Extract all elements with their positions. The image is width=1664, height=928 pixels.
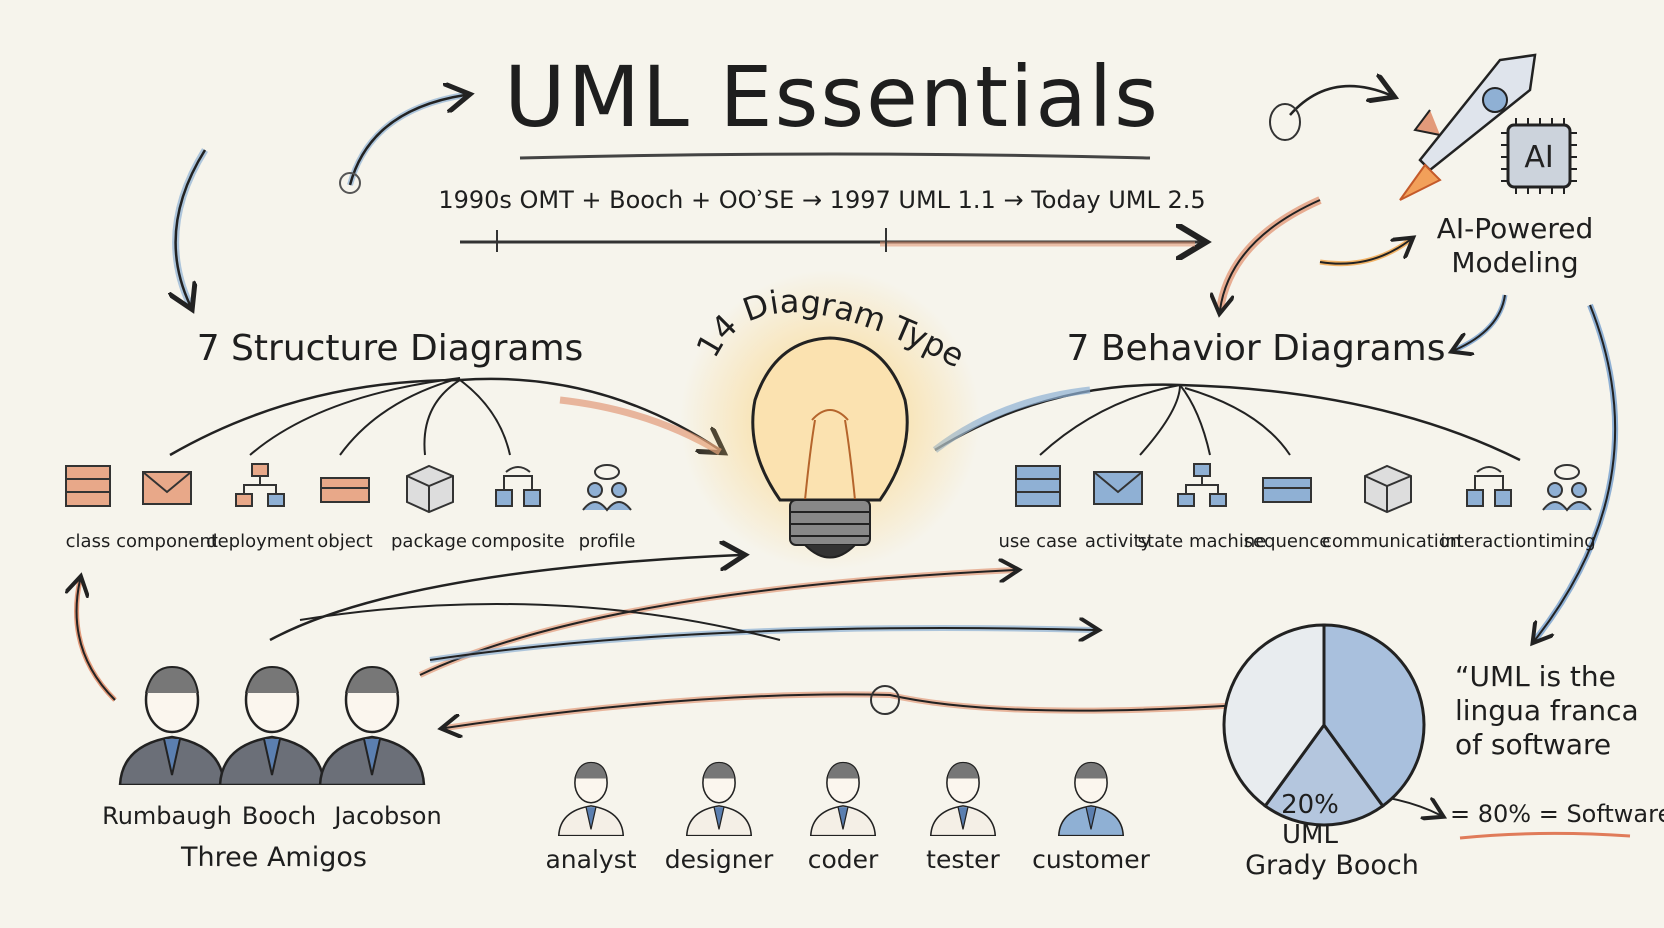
three-amigos-caption: Three Amigos xyxy=(181,842,367,873)
quote-line: of software xyxy=(1455,728,1612,761)
pie-slice-label: 20% UML xyxy=(1281,790,1339,850)
timing-icon xyxy=(1539,462,1595,518)
sequence-icon xyxy=(1259,462,1315,518)
amigo-name: Booch xyxy=(241,802,317,830)
analyst-icon xyxy=(554,755,628,840)
pie-slice xyxy=(1322,623,1426,808)
quote-line: “UML is the xyxy=(1455,660,1616,693)
role-label: customer xyxy=(1032,845,1150,874)
behavior-diagram-label[interactable]: state machine xyxy=(1137,531,1267,552)
behavior-diagram-label[interactable]: use case xyxy=(998,531,1078,552)
pie-slice-name: UML xyxy=(1282,820,1338,850)
tester-icon xyxy=(926,755,1000,840)
amigo-name: Jacobson xyxy=(334,802,442,830)
structure-diagram-label[interactable]: object xyxy=(317,531,373,552)
quote-line: = 80% = Software” xyxy=(1450,800,1664,828)
activity-icon xyxy=(1090,462,1146,518)
designer-icon xyxy=(682,755,756,840)
amigo-portrait xyxy=(112,655,232,789)
pie-slice xyxy=(1263,722,1385,827)
object-icon xyxy=(317,462,373,518)
page-title: UML Essentials xyxy=(504,48,1160,146)
structure-diagram-label[interactable]: package xyxy=(391,531,467,552)
interaction-icon xyxy=(1461,462,1517,518)
role-label: tester xyxy=(926,845,1000,874)
deployment-icon xyxy=(232,462,288,518)
pie-chart xyxy=(1222,623,1426,827)
coder-icon xyxy=(806,755,880,840)
structure-diagram-label[interactable]: profile xyxy=(578,531,636,552)
amigo-name: Rumbaugh xyxy=(102,802,232,830)
class-icon xyxy=(60,462,116,518)
ai-label-line2: Modeling xyxy=(1451,246,1579,279)
title-underline xyxy=(519,152,1151,160)
svg-text:AI: AI xyxy=(1524,140,1553,175)
ai-chip-icon: AI xyxy=(1501,118,1577,194)
state-machine-icon xyxy=(1174,462,1230,518)
structure-diagram-label[interactable]: class xyxy=(65,531,111,552)
customer-icon xyxy=(1054,755,1128,840)
component-icon xyxy=(139,462,195,518)
uml-history-timeline: 1990s OMT + Booch + OOʾSE → 1997 UML 1.1… xyxy=(438,186,1206,214)
amigo-portrait xyxy=(212,655,332,789)
composite-icon xyxy=(490,462,546,518)
ai-label-line1: AI-Powered xyxy=(1436,212,1594,245)
behavior-diagram-label[interactable]: activity xyxy=(1084,531,1152,552)
lightbulb-icon xyxy=(680,270,980,570)
communication-icon xyxy=(1359,462,1415,518)
pie-slice-pct: 20% xyxy=(1281,790,1339,820)
structure-diagram-label[interactable]: deployment xyxy=(206,531,314,552)
role-label: designer xyxy=(664,845,774,874)
behavior-diagram-label[interactable]: interaction xyxy=(1440,531,1538,552)
use-case-icon xyxy=(1010,462,1066,518)
structure-heading: 7 Structure Diagrams xyxy=(196,328,584,369)
ai-label: AI-Powered Modeling xyxy=(1437,212,1594,280)
pie-caption: Grady Booch xyxy=(1245,850,1419,881)
role-label: analyst xyxy=(545,845,637,874)
rocket-icon xyxy=(1399,53,1537,201)
quote-line: lingua franca xyxy=(1455,694,1639,727)
behavior-diagram-label[interactable]: communication xyxy=(1322,531,1462,552)
role-label: coder xyxy=(807,845,879,874)
structure-diagram-label[interactable]: component xyxy=(116,531,218,552)
behavior-diagram-label[interactable]: sequence xyxy=(1243,531,1331,552)
amigo-portrait xyxy=(312,655,432,789)
behavior-heading: 7 Behavior Diagrams xyxy=(1066,328,1446,369)
behavior-diagram-label[interactable]: timing xyxy=(1538,531,1596,552)
profile-icon xyxy=(579,462,635,518)
pie-slice xyxy=(1222,623,1326,808)
structure-diagram-label[interactable]: composite xyxy=(471,531,565,552)
package-icon xyxy=(401,462,457,518)
quote: “UML is the lingua franca of software xyxy=(1455,660,1639,762)
